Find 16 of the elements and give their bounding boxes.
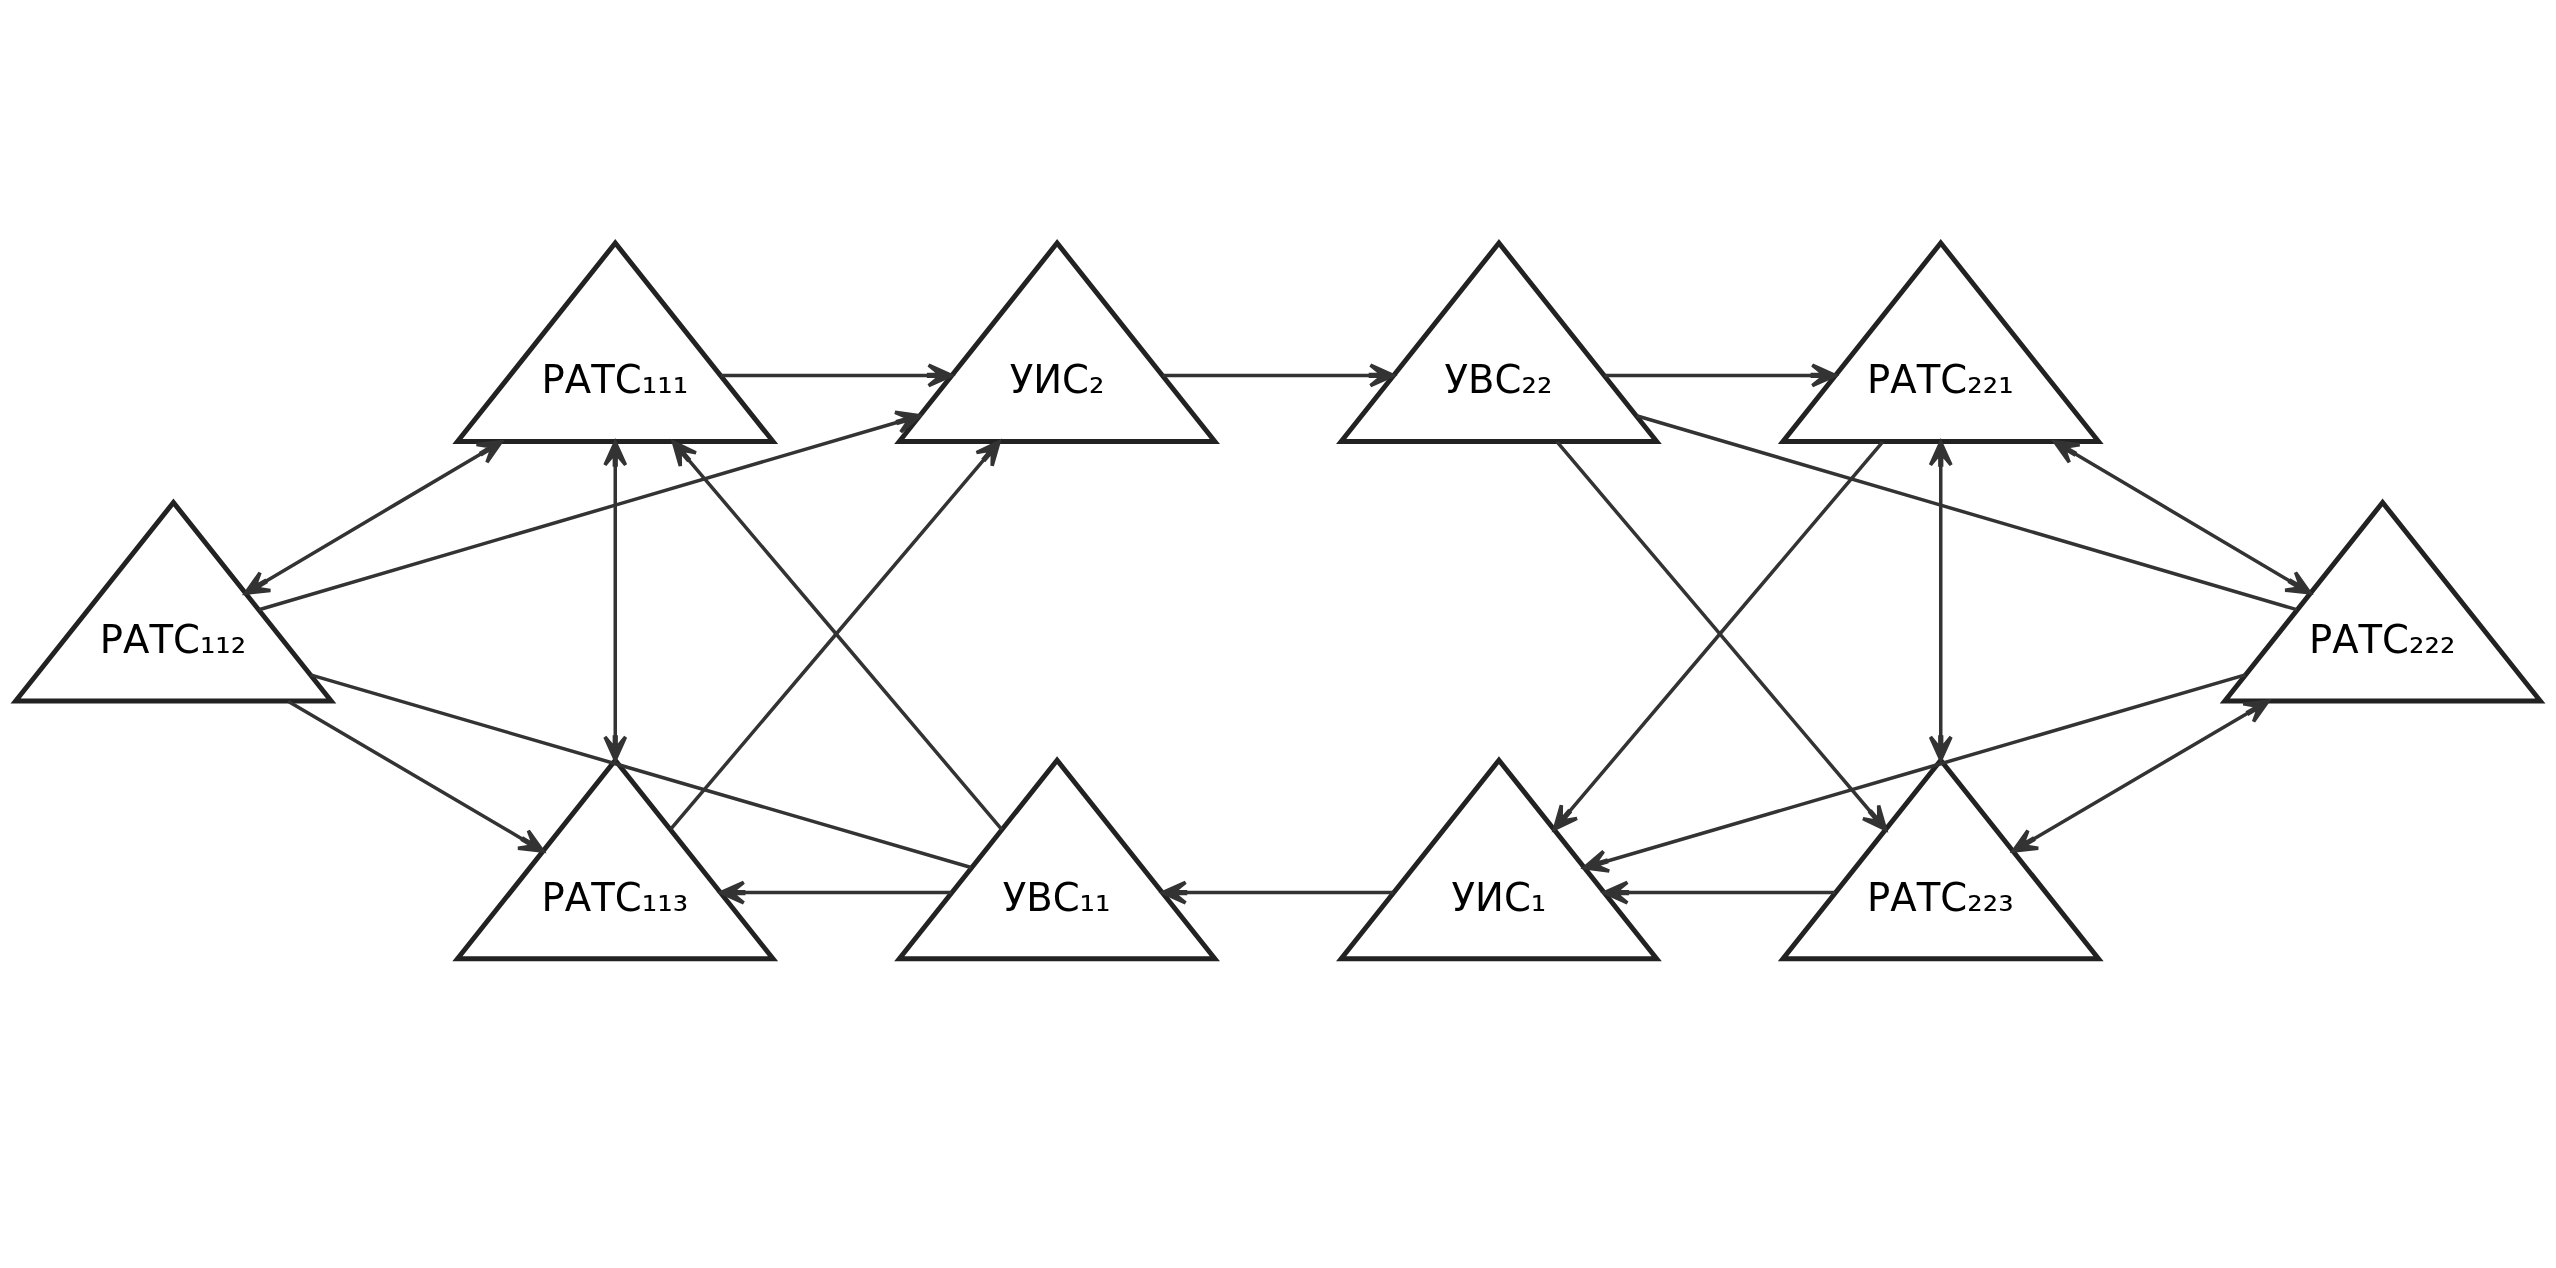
- arrow: [2053, 440, 2312, 595]
- arrow: [243, 440, 504, 595]
- arrow: [2011, 699, 2270, 853]
- arrow: [719, 880, 952, 905]
- connector: [310, 673, 972, 870]
- arrow: [1160, 880, 1394, 905]
- connector: [1636, 414, 2298, 612]
- arrow: [287, 699, 545, 853]
- arrow: [1582, 673, 2246, 873]
- arrow: [1162, 363, 1396, 388]
- arrow: [1928, 440, 1953, 762]
- arrow: [1604, 363, 1837, 388]
- arrow: [258, 410, 922, 612]
- arrow: [1602, 880, 1836, 905]
- arrow: [603, 440, 628, 762]
- arrow: [720, 363, 954, 388]
